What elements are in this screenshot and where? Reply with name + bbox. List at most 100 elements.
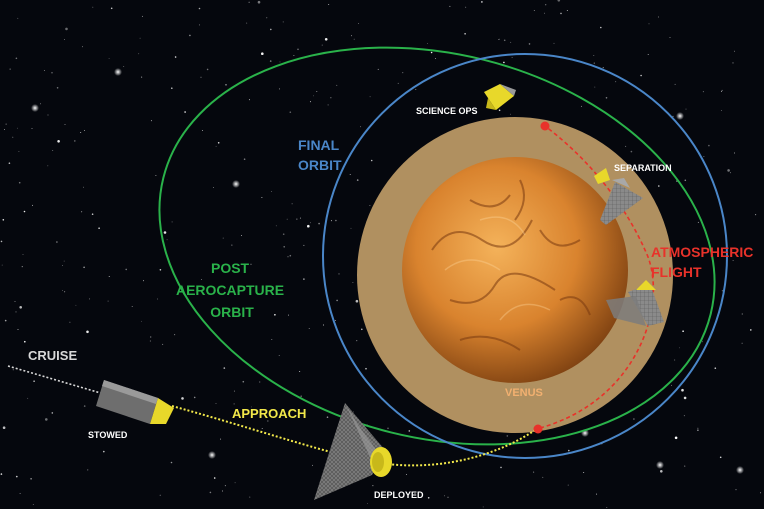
star bbox=[372, 485, 374, 487]
star bbox=[51, 412, 54, 414]
star bbox=[647, 54, 649, 56]
star bbox=[243, 158, 246, 160]
star bbox=[503, 61, 505, 64]
bright-star bbox=[114, 68, 122, 76]
star bbox=[596, 493, 598, 495]
cruise-path bbox=[7, 365, 105, 395]
star bbox=[321, 44, 323, 46]
star bbox=[110, 7, 113, 10]
star bbox=[64, 124, 66, 126]
star bbox=[257, 0, 261, 4]
star bbox=[361, 328, 363, 331]
star bbox=[17, 17, 19, 19]
star bbox=[326, 416, 329, 419]
star bbox=[174, 334, 176, 336]
star bbox=[289, 111, 292, 113]
star bbox=[242, 380, 245, 383]
star bbox=[18, 150, 20, 152]
star bbox=[57, 140, 60, 143]
stowed-spacecraft-icon bbox=[96, 380, 174, 424]
star bbox=[166, 239, 168, 241]
star bbox=[271, 339, 273, 341]
star bbox=[697, 427, 699, 429]
star bbox=[681, 388, 684, 392]
star bbox=[107, 300, 109, 302]
event-marker-icon bbox=[540, 121, 550, 131]
star bbox=[16, 127, 18, 129]
separation-spacecraft-icon bbox=[594, 168, 610, 184]
star bbox=[170, 461, 173, 464]
star bbox=[286, 218, 288, 220]
star bbox=[282, 233, 285, 235]
star bbox=[415, 88, 417, 90]
star bbox=[278, 88, 280, 90]
star bbox=[510, 41, 512, 43]
star bbox=[198, 24, 200, 26]
post-aerocapture-orbit bbox=[158, 46, 716, 446]
star bbox=[233, 390, 235, 392]
bright-star bbox=[232, 180, 240, 188]
star bbox=[33, 380, 35, 383]
star bbox=[30, 478, 32, 480]
star bbox=[282, 21, 284, 23]
star bbox=[83, 405, 86, 407]
star bbox=[358, 23, 360, 25]
star bbox=[283, 246, 286, 248]
star bbox=[684, 465, 686, 467]
star bbox=[498, 38, 500, 40]
star bbox=[330, 220, 332, 222]
star bbox=[330, 97, 332, 99]
star bbox=[318, 222, 320, 225]
star bbox=[18, 181, 21, 184]
star bbox=[411, 491, 413, 493]
star bbox=[557, 0, 561, 2]
star bbox=[125, 268, 127, 271]
star bbox=[560, 12, 562, 15]
star bbox=[291, 203, 293, 205]
star bbox=[336, 84, 338, 86]
star bbox=[27, 397, 29, 399]
star bbox=[274, 314, 276, 316]
star bbox=[261, 428, 263, 430]
star bbox=[17, 329, 19, 331]
star bbox=[506, 435, 509, 437]
bright-star bbox=[656, 461, 664, 469]
star bbox=[84, 130, 85, 131]
star bbox=[138, 53, 140, 55]
star bbox=[270, 28, 272, 31]
star bbox=[65, 27, 68, 31]
star bbox=[15, 311, 17, 313]
star bbox=[246, 22, 248, 24]
star bbox=[355, 299, 359, 303]
star bbox=[12, 136, 14, 138]
star bbox=[703, 156, 705, 157]
star bbox=[259, 381, 261, 383]
star bbox=[674, 83, 676, 85]
star bbox=[674, 436, 678, 440]
star bbox=[633, 418, 635, 420]
star bbox=[21, 266, 23, 268]
star bbox=[64, 291, 66, 293]
star bbox=[542, 476, 544, 478]
star bbox=[602, 67, 604, 69]
star bbox=[684, 179, 687, 182]
star bbox=[309, 101, 311, 103]
star bbox=[734, 152, 735, 154]
star bbox=[266, 17, 268, 19]
star bbox=[248, 1, 250, 3]
star bbox=[528, 43, 531, 45]
deployed-drag-skirt-icon bbox=[314, 403, 392, 500]
star bbox=[0, 240, 3, 243]
star bbox=[8, 162, 11, 164]
star bbox=[625, 145, 627, 147]
star bbox=[606, 507, 608, 509]
star bbox=[435, 58, 437, 60]
star bbox=[267, 420, 269, 422]
star bbox=[24, 340, 26, 343]
star bbox=[356, 179, 359, 181]
star bbox=[708, 144, 710, 147]
star bbox=[674, 359, 676, 361]
star bbox=[91, 213, 94, 215]
star bbox=[222, 237, 224, 239]
star bbox=[313, 95, 314, 97]
